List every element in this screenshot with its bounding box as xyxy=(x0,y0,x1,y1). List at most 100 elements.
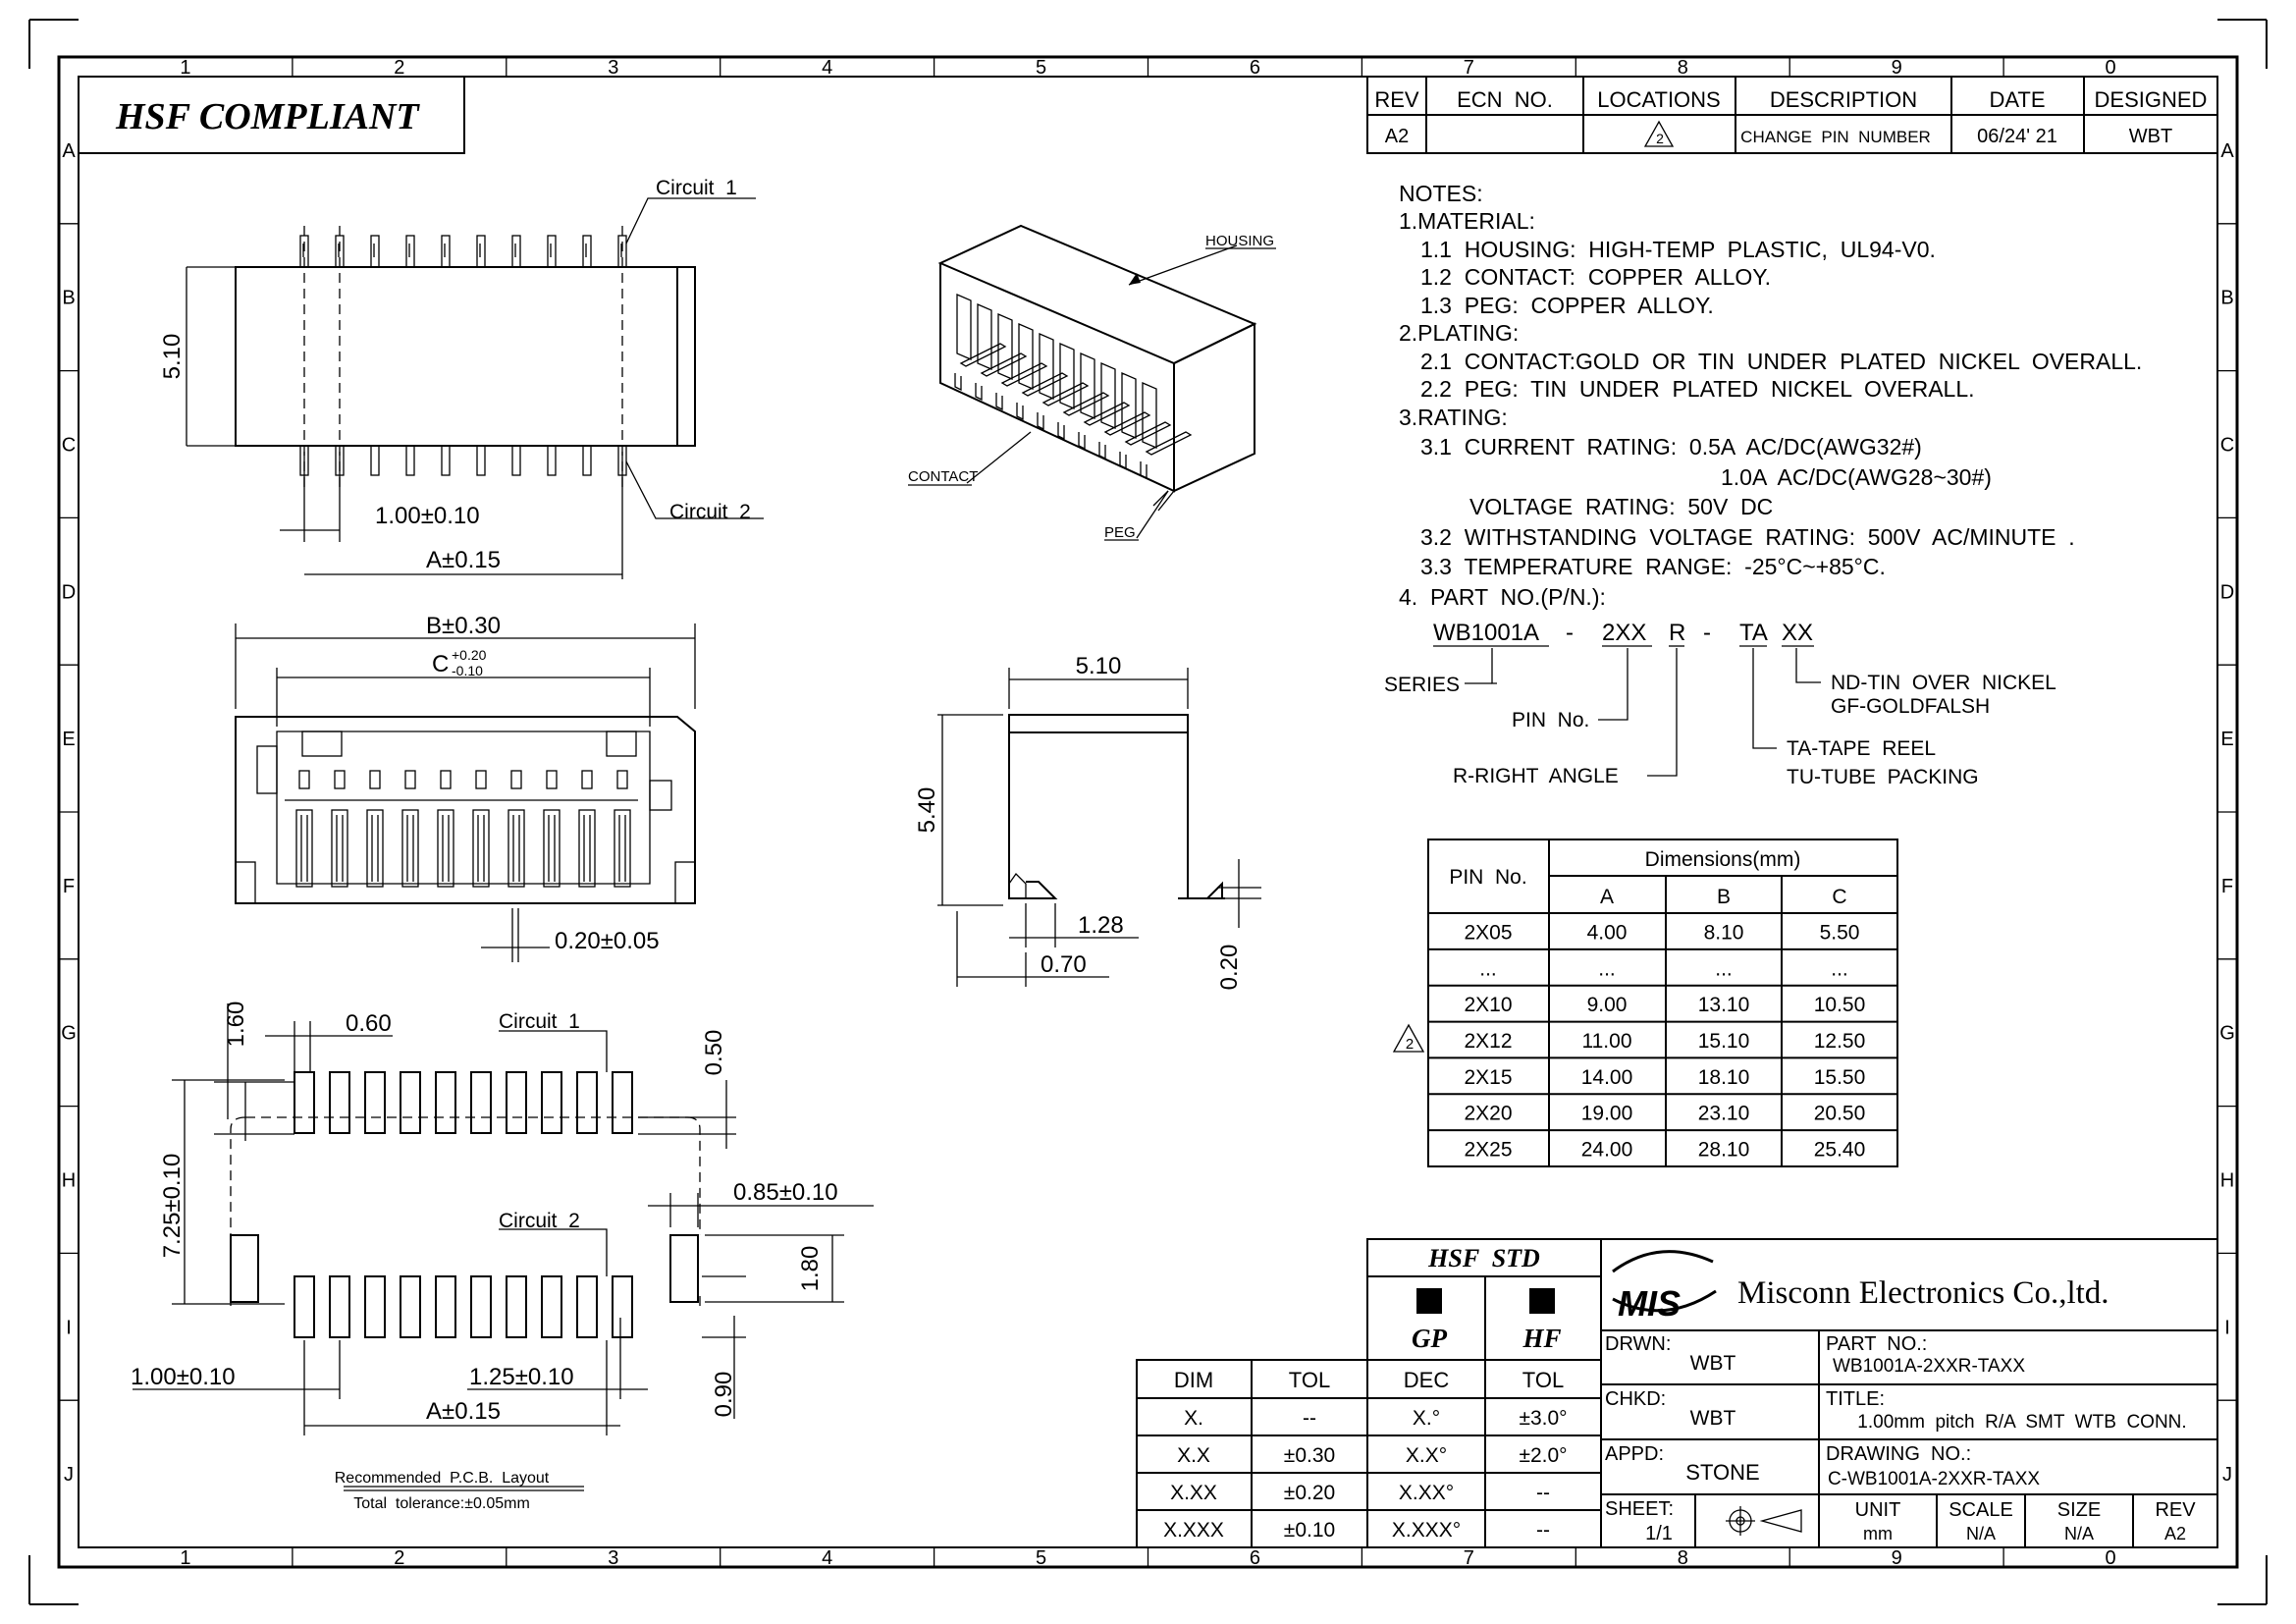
iso-slot xyxy=(1100,362,1116,429)
hsf-hf: HF xyxy=(1522,1324,1561,1353)
zone-row-left-B: B xyxy=(62,288,75,309)
pn-label-ta: TA-TAPE REEL xyxy=(1787,737,1936,760)
zone-col-bottom-2: 2 xyxy=(394,1547,404,1569)
notes-line-12: 3.2 WITHSTANDING VOLTAGE RATING: 500V AC… xyxy=(1420,524,2075,550)
sheet-value: 1/1 xyxy=(1645,1523,1673,1544)
notes-line-11: VOLTAGE RATING: 50V DC xyxy=(1469,494,1773,519)
scale-label: SCALE xyxy=(1949,1499,2013,1521)
zone-col-bottom-5: 5 xyxy=(1036,1547,1046,1569)
zone-row-right-J: J xyxy=(2222,1464,2232,1486)
hsf-std-block: HSF STD GP HF xyxy=(1366,1238,1602,1361)
top-pin-upper xyxy=(476,235,486,268)
zone-row-right-H: H xyxy=(2220,1170,2234,1192)
pcb-pad-upper xyxy=(329,1071,350,1134)
notes-line-4: 1.3 PEG: COPPER ALLOY. xyxy=(1420,293,1714,318)
pcb-d160: 1.60 xyxy=(223,1001,249,1048)
pn-dash-2: - xyxy=(1703,620,1711,646)
zone-col-bottom-6: 6 xyxy=(1250,1547,1260,1569)
tol-table-cell: X.X° xyxy=(1406,1444,1447,1467)
tol-table-cell: X.° xyxy=(1413,1407,1440,1430)
iso-housing-label: HOUSING xyxy=(1205,233,1274,249)
notes-line-5: 2.PLATING: xyxy=(1399,320,1519,346)
dim-table-cell: 4.00 xyxy=(1587,921,1628,944)
pcb-pad-lower xyxy=(329,1275,350,1338)
logo-arc-icon xyxy=(1612,1250,1714,1273)
dim-table-cell: 25.40 xyxy=(1814,1139,1866,1162)
compliance-label: HSF COMPLIANT xyxy=(115,96,420,137)
zone-col-bottom-4: 4 xyxy=(822,1547,832,1569)
rev-header-rev: REV xyxy=(1374,87,1419,112)
sheet-label: SHEET: xyxy=(1605,1498,1674,1520)
chkd-label: CHKD: xyxy=(1605,1388,1666,1410)
zone-col-top-7: 7 xyxy=(1464,57,1474,79)
dim-table-cell: 2X25 xyxy=(1464,1139,1512,1162)
zone-col-bottom-10: 0 xyxy=(2105,1547,2115,1569)
dim-table-cell: 23.10 xyxy=(1698,1103,1750,1125)
title-value: 1.00mm pitch R/A SMT WTB CONN. xyxy=(1857,1412,2186,1433)
front-pin-upper xyxy=(369,770,381,789)
tol-header-tol: TOL xyxy=(1289,1368,1330,1392)
tol-header-dim: DIM xyxy=(1174,1368,1213,1392)
part-value: WB1001A-2XXR-TAXX xyxy=(1833,1356,2025,1377)
front-pin-upper xyxy=(404,770,416,789)
iso-contact xyxy=(959,343,1007,367)
pn-label-tu: TU-TUBE PACKING xyxy=(1787,766,1979,788)
front-pin-lower xyxy=(543,809,561,888)
top-pin-lower xyxy=(582,445,592,476)
rev-row-designed: WBT xyxy=(2129,126,2172,147)
iso-contact xyxy=(1103,411,1151,436)
dim-table-col-b: B xyxy=(1717,886,1731,908)
top-pin-lower xyxy=(441,445,451,476)
dim-table-cell: 18.10 xyxy=(1698,1066,1750,1089)
front-pin-upper xyxy=(616,770,628,789)
tol-table-cell: X.XXX xyxy=(1163,1519,1224,1542)
iso-slot xyxy=(1039,333,1054,400)
top-pin-upper xyxy=(370,235,380,268)
zone-row-left-H: H xyxy=(62,1170,76,1192)
front-view-b-dim: B±0.30 xyxy=(426,613,501,639)
pcb-pad-lower xyxy=(541,1275,562,1338)
dim-table-cell: 12.50 xyxy=(1814,1030,1866,1053)
unit-value: mm xyxy=(1863,1524,1893,1543)
iso-contact xyxy=(1041,382,1090,406)
top-pin-upper xyxy=(405,235,415,268)
zone-row-left-D: D xyxy=(62,581,76,603)
zone-col-top-2: 2 xyxy=(394,57,404,79)
drawing-label: DRAWING NO.: xyxy=(1826,1443,1971,1465)
top-pin-upper xyxy=(547,235,557,268)
zone-row-right-D: D xyxy=(2220,581,2234,603)
tol-table-cell: -- xyxy=(1303,1407,1316,1430)
dim-table-cell: 2X05 xyxy=(1464,921,1512,944)
front-pin-lower xyxy=(507,809,525,888)
iso-slot xyxy=(997,313,1013,380)
pcb-pad-upper xyxy=(400,1071,421,1134)
tol-table-cell: ±3.0° xyxy=(1519,1407,1567,1430)
pcb-caption2: Total tolerance:±0.05mm xyxy=(353,1495,530,1512)
pn-series: WB1001A xyxy=(1433,620,1539,646)
dim-table-cell: 2X10 xyxy=(1464,994,1512,1016)
pn-angle: R xyxy=(1669,620,1685,646)
notes-line-13: 3.3 TEMPERATURE RANGE: -25°C~+85°C. xyxy=(1420,554,1886,579)
notes-line-1: 1.MATERIAL: xyxy=(1399,208,1535,234)
pcb-pad-lower xyxy=(294,1275,315,1338)
front-pin-upper xyxy=(510,770,522,789)
top-view-height: 5.10 xyxy=(159,334,186,380)
zone-row-left-J: J xyxy=(64,1464,74,1486)
dim-table-cell: 5.50 xyxy=(1820,921,1860,944)
dim-table-cell: 13.10 xyxy=(1698,994,1750,1016)
iso-contact xyxy=(980,352,1028,377)
gp-marker-icon xyxy=(1416,1288,1442,1314)
pcb-pad-lower xyxy=(506,1275,527,1338)
pn-label-pins: PIN No. xyxy=(1512,709,1589,731)
zone-col-top-5: 5 xyxy=(1036,57,1046,79)
top-view-circuit2: Circuit 2 xyxy=(669,501,751,523)
appd-label: APPD: xyxy=(1605,1443,1664,1465)
side-view-d1: 1.28 xyxy=(1078,912,1124,939)
crop-marks xyxy=(28,19,2268,1605)
rev-header-designed: DESIGNED xyxy=(2095,87,2208,112)
dim-table-col-a: A xyxy=(1600,886,1614,908)
front-pin-lower xyxy=(614,809,631,888)
